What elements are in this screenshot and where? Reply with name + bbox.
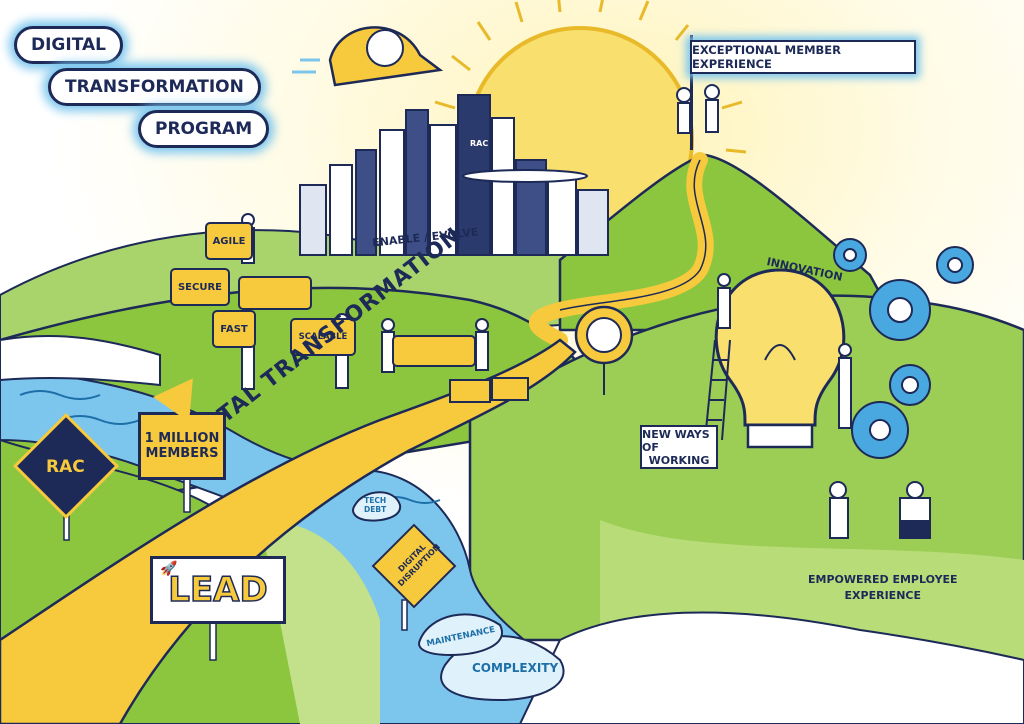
puzzle-scalable: SCALABLE bbox=[290, 318, 356, 356]
gear-icon bbox=[833, 238, 974, 459]
employee-line1: EMPOWERED EMPLOYEE bbox=[808, 573, 958, 586]
building-label: RAC bbox=[470, 139, 489, 148]
ladder bbox=[704, 339, 731, 441]
employee-line2: EXPERIENCE bbox=[844, 589, 921, 602]
members-sign: 1 MILLION MEMBERS bbox=[138, 412, 226, 480]
banner-line1: NEW WAYS OF bbox=[642, 427, 710, 454]
tech-debt-label: TECH DEBT bbox=[364, 496, 386, 514]
flag-banner: EXCEPTIONAL MEMBER EXPERIENCE bbox=[690, 40, 916, 74]
tech-debt-line1: TECH bbox=[364, 496, 387, 505]
cliff-right bbox=[518, 611, 1024, 724]
title-line2: TRANSFORMATION bbox=[48, 68, 261, 106]
new-ways-banner: NEW WAYS OF WORKING bbox=[640, 425, 718, 469]
rocket-icon: 🚀 bbox=[160, 561, 178, 577]
rac-sign bbox=[12, 412, 120, 541]
puzzle-blank bbox=[238, 276, 312, 310]
banner-line2: WORKING bbox=[648, 453, 710, 467]
laptop bbox=[900, 520, 930, 538]
complexity-label: COMPLEXITY bbox=[472, 661, 559, 675]
tech-debt-line2: DEBT bbox=[364, 505, 387, 514]
members-line1: 1 MILLION bbox=[144, 431, 220, 446]
lightbulb-icon bbox=[714, 268, 846, 449]
title-line3: PROGRAM bbox=[138, 110, 270, 148]
employee-caption: EMPOWERED EMPLOYEE EXPERIENCE bbox=[808, 572, 958, 604]
puzzle-fast: FAST bbox=[212, 310, 256, 348]
puzzle-carried bbox=[392, 335, 476, 367]
flag-pole bbox=[690, 35, 693, 150]
iceberg-tech-debt bbox=[352, 491, 402, 522]
city-skyline bbox=[299, 94, 609, 256]
members-line2: MEMBERS bbox=[145, 446, 219, 461]
puzzle-agile: AGILE bbox=[205, 222, 253, 260]
road-puzzle bbox=[449, 377, 529, 403]
location-pin-icon bbox=[574, 305, 634, 395]
flying-car-icon bbox=[292, 26, 444, 87]
iceberg-maintenance bbox=[418, 613, 503, 657]
people bbox=[241, 84, 931, 539]
puzzle-secure: SECURE bbox=[170, 268, 230, 306]
bank-mid bbox=[260, 520, 380, 724]
lead-label: LEAD bbox=[168, 569, 269, 611]
cliff-left bbox=[0, 335, 161, 387]
title-line1: DIGITAL bbox=[14, 26, 123, 64]
rac-sign-label: RAC bbox=[46, 457, 85, 477]
lead-sign: LEAD bbox=[150, 556, 286, 624]
